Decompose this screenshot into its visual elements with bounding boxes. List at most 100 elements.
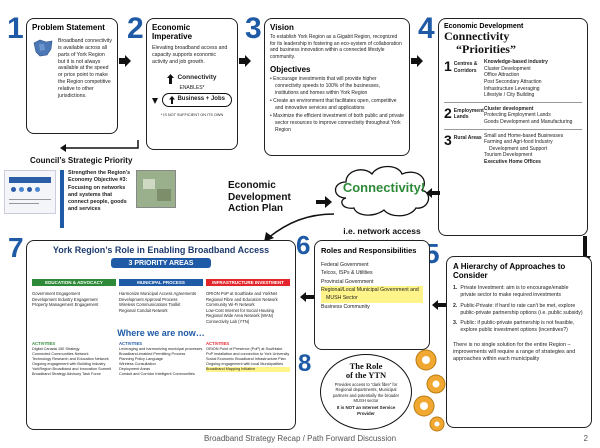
priorities-title-3: “Priorities”: [456, 41, 516, 56]
priority-group-3: 3 Rural Areas Small and Home-based Busin…: [444, 133, 582, 166]
down-arrow-icon: [152, 98, 158, 105]
role-item: Telcos, ISPs & Utilities: [321, 270, 373, 277]
left-arrow-icon: [300, 292, 314, 302]
activity-item: Ongoing engagement with local Municipali…: [206, 361, 284, 366]
priority-group-2: 2 Employment Lands Cluster development P…: [444, 106, 582, 126]
column-item: Wireless Communications Toolkit: [119, 302, 181, 308]
priority-group-1: 1 Centres & Corridors Knowledge-based in…: [444, 59, 582, 99]
gears-icon: [413, 349, 446, 432]
left-arrow-icon: [426, 188, 440, 198]
column-item: Regional Wide Area Network (WAN): [206, 313, 274, 319]
activities-label: ACTIVITIES: [119, 341, 143, 347]
right-arrow-icon: [119, 55, 131, 67]
column-header: EDUCATION & ADVOCACY: [32, 279, 116, 286]
activities-infrastructure: ACTIVITIES ORION Point of Presence (PoP)…: [206, 341, 290, 377]
ytn-title-1: The Role: [349, 361, 383, 371]
column-item: Government Engagement: [32, 291, 80, 296]
priority-label: Employment Lands: [453, 107, 484, 121]
priority-item: Protecting Employment Lands: [484, 112, 551, 119]
activity-item: Broadband-enabled Permitting Process: [119, 351, 186, 356]
business-jobs-pill: Business + Jobs: [162, 93, 232, 108]
step-number-1: 1: [7, 12, 24, 45]
economic-imperative-box: Economic Imperative Elevating broadband …: [146, 18, 238, 150]
priority-item: Cluster Development: [484, 65, 531, 72]
hierarchy-item: 1.Private Investment: aim is to encourag…: [453, 285, 569, 298]
step-number-7: 7: [8, 232, 24, 263]
role-item: Provincial Government: [321, 278, 374, 285]
priority-item: Lifestyle / City Building: [484, 92, 535, 99]
activity-item: Technology Research and Education Networ…: [32, 356, 109, 361]
role-item: Business Community: [321, 303, 370, 310]
hierarchy-title: A Hierarchy of Approaches to Consider: [453, 262, 566, 280]
activities-label: ACTIVITIES: [206, 341, 230, 347]
priority-label: Rural Areas: [453, 134, 482, 141]
strategic-plan-cover-image: [4, 170, 56, 214]
economic-imperative-text: Elevating broadband access and capacity …: [152, 45, 228, 65]
footer-text: Broadband Strategy Recap / Path Forward …: [203, 434, 397, 443]
left-arrow-icon: [432, 300, 446, 310]
objective-item: • Maximize the efficient investment of b…: [270, 113, 404, 133]
vision-title: Vision: [270, 23, 294, 32]
priority-item: Post Secondary Attraction: [484, 78, 542, 85]
column-item: Development Industry Engagement: [32, 296, 98, 302]
step-number-4: 4: [418, 12, 435, 45]
problem-statement-text: Broadband connectivity is available acro…: [58, 38, 112, 99]
hierarchy-item: 2.Public-Private: if hard to rate can't …: [453, 302, 583, 316]
right-arrow-icon: [316, 196, 332, 208]
economic-imperative-title: Economic Imperative: [152, 23, 193, 41]
activities-label: ACTIVITIES: [32, 341, 56, 347]
activity-item: Broadband Mapping Initiative: [206, 366, 290, 372]
priority-item: Infrastructure Leveraging: [484, 85, 540, 92]
column-item: ORION PoP at Southlake and YorkNet: [206, 291, 278, 296]
cloud-shape: [334, 165, 430, 217]
priority-item: Goods Development and Manufacturing: [484, 118, 573, 125]
objective-item: • Create an environment that facilitates…: [270, 98, 397, 111]
priorities-title-1: Economic Development: [444, 23, 524, 30]
priorities-title-2: Connectivity: [444, 29, 510, 43]
council-text: Strengthen the Region’s Economy Objectiv…: [68, 170, 131, 213]
activity-item: Conduit and Corridor Intelligent Communi…: [119, 371, 195, 376]
objectives-title: Objectives: [270, 65, 311, 75]
activity-item: Wireless Consultation: [119, 361, 156, 366]
column-item: Harmonize Municipal Access Agreements: [119, 291, 197, 296]
where-we-are-now: Where we are now…: [117, 328, 205, 339]
business-jobs-label: Business + Jobs: [177, 96, 225, 103]
activity-item: Broadband Strategy Advisory Task Force: [32, 371, 101, 376]
column-header: MUNICIPAL PROCESS: [119, 279, 203, 286]
priority-number: 3: [444, 131, 452, 148]
council-panel: Strengthen the Region’s Economy Objectiv…: [4, 170, 176, 228]
activity-item: Social Economic Broadband Infrastructure…: [206, 356, 286, 361]
right-arrow-icon: [411, 55, 423, 67]
priority-label: Centres & Corridors: [453, 61, 478, 74]
priority-areas-banner: 3 PRIORITY AREAS: [111, 258, 211, 268]
york-role-box: York Region’s Role in Enabling Broadband…: [26, 240, 296, 430]
vision-text: To establish York Region as a Gigabit Re…: [270, 34, 402, 60]
priority-item: Tourism Development: [484, 152, 533, 159]
ytn-text: Provides access to “dark fibre” for Regi…: [332, 381, 400, 404]
hierarchy-list: 1.Private Investment: aim is to encourag…: [453, 285, 585, 334]
activity-item: Digital Canada 150 Strategy: [32, 346, 80, 351]
step-number-8: 8: [298, 350, 312, 377]
enables-label: ENABLES*: [179, 84, 205, 91]
step-number-6: 6: [296, 230, 311, 260]
page-number: 2: [583, 434, 588, 443]
divider: [60, 170, 64, 228]
priority-item: Small and Home-based Businesses: [484, 132, 564, 139]
priority-item: Cluster development: [484, 105, 534, 112]
map-icon: [32, 38, 54, 58]
priority-item: Farming and Agri-food Industry Developme…: [484, 139, 553, 152]
york-role-title: York Region’s Role in Enabling Broadband…: [52, 245, 270, 255]
footnote: * IS NOT SUFFICIENT ON ITS OWN: [160, 113, 224, 118]
activity-item: Deployment Areas: [119, 366, 151, 371]
priority-item: Office Attraction: [484, 72, 520, 79]
hierarchy-closing: There is no single solution for the enti…: [453, 342, 576, 363]
priorities-box: Economic Development Connectivity “Prior…: [438, 18, 588, 236]
column-item: Connectivity Lab (YTN): [206, 318, 250, 324]
problem-statement-title: Problem Statement: [32, 23, 105, 32]
ytn-circle: The Role of the YTN Provides access to “…: [320, 354, 412, 430]
roles-title: Roles and Responsibilities: [321, 246, 417, 255]
right-arrow-icon: [239, 55, 251, 67]
ytn-bold-text: It is NOT an Internet Service Provider: [336, 405, 396, 416]
activity-item: YorkRegion Broadband and Innovation Summ…: [32, 366, 112, 371]
